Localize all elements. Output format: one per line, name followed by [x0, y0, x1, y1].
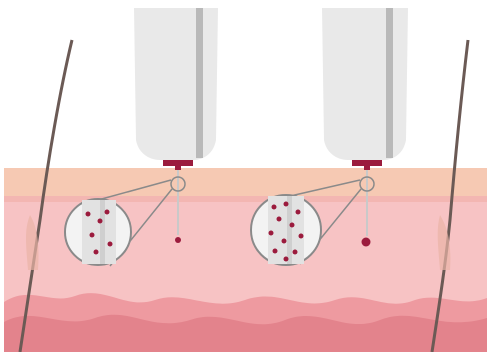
left-device-cap-stem	[175, 166, 181, 170]
right-device-highlight	[386, 8, 393, 158]
epidermis-layer	[4, 168, 487, 198]
left-droplet	[175, 237, 181, 243]
left-zoom-needle-shaft	[82, 200, 116, 264]
left-device-cap	[163, 160, 193, 166]
right-device-cap-stem	[364, 166, 370, 170]
left-zoom-needle-shade	[100, 200, 105, 264]
right-device-body	[322, 8, 408, 160]
right-device-cap	[352, 160, 382, 166]
left-device-highlight	[196, 8, 203, 158]
epidermis-boundary	[4, 196, 487, 202]
skin-layers	[4, 168, 487, 352]
right-droplet	[362, 238, 371, 247]
right-zoom-needle-shade	[287, 196, 292, 264]
left-device-body	[134, 8, 218, 160]
